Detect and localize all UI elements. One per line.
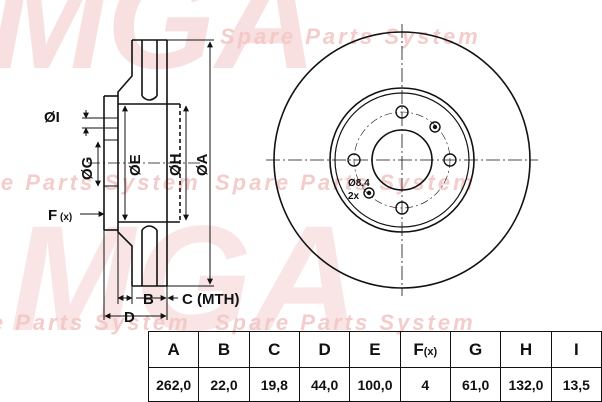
value-a: 262,0 bbox=[147, 367, 200, 402]
label-e: ØE bbox=[127, 154, 144, 176]
label-d: D bbox=[124, 309, 135, 326]
value-c: 19,8 bbox=[248, 367, 300, 402]
bolt-hole-right bbox=[443, 153, 457, 167]
label-h: ØH bbox=[167, 154, 184, 177]
value-e: 100,0 bbox=[349, 367, 401, 402]
watermark-brand: MGA bbox=[0, 0, 317, 98]
watermark: MGA MGA Spare Parts System Spare Parts S… bbox=[0, 0, 481, 362]
watermark-tagline: Spare Parts System bbox=[220, 24, 481, 49]
value-b: 22,0 bbox=[198, 367, 250, 402]
side-outer-left bbox=[117, 40, 133, 286]
value-f: 4 bbox=[399, 367, 451, 402]
front-view bbox=[266, 24, 538, 296]
header-f: F(x) bbox=[399, 331, 451, 368]
side-labels: ØI ØG ØE ØH ØA F (x) B C (MTH) D bbox=[44, 109, 239, 326]
header-f-sub: (x) bbox=[423, 345, 438, 358]
header-a: A bbox=[147, 331, 200, 368]
label-a: ØA bbox=[194, 153, 211, 176]
watermark-tagline-2: Spare Parts System bbox=[215, 170, 476, 195]
label-f: F bbox=[48, 207, 57, 224]
screw-hole-2 bbox=[363, 187, 375, 199]
side-view bbox=[88, 39, 200, 287]
label-g: ØG bbox=[79, 157, 96, 180]
value-d: 44,0 bbox=[298, 367, 351, 402]
bolt-note: Ø8,4 2x bbox=[348, 178, 370, 202]
screw-hole-1 bbox=[429, 121, 441, 133]
header-g: G bbox=[449, 331, 502, 368]
value-h: 132,0 bbox=[500, 367, 552, 402]
watermark-tagline-3: Spare Parts System bbox=[215, 310, 476, 335]
header-h: H bbox=[500, 331, 552, 368]
label-b: B bbox=[143, 291, 154, 308]
header-i: I bbox=[550, 331, 602, 368]
header-c: C bbox=[248, 331, 300, 368]
header-e: E bbox=[349, 331, 401, 368]
label-c: C (MTH) bbox=[182, 291, 239, 308]
header-f-letter: F bbox=[413, 339, 424, 359]
label-f-sub: (x) bbox=[60, 212, 72, 223]
label-i: ØI bbox=[44, 109, 60, 126]
header-b: B bbox=[198, 331, 250, 368]
bolt-hole-count: 2x bbox=[348, 191, 360, 202]
bolt-hole-bottom bbox=[395, 201, 409, 215]
value-i: 13,5 bbox=[550, 367, 602, 402]
bolt-hole-size: Ø8,4 bbox=[348, 178, 370, 189]
spec-header-row: A B C D E F(x) G H I bbox=[147, 331, 602, 368]
side-dimensions bbox=[80, 39, 214, 320]
spec-table: A B C D E F(x) G H I 262,0 22,0 19,8 44,… bbox=[147, 331, 602, 402]
bolt-hole-top bbox=[395, 105, 409, 119]
bolt-hole-left bbox=[347, 153, 361, 167]
header-d: D bbox=[298, 331, 351, 368]
value-g: 61,0 bbox=[449, 367, 502, 402]
spec-value-row: 262,0 22,0 19,8 44,0 100,0 4 61,0 132,0 … bbox=[147, 367, 602, 402]
